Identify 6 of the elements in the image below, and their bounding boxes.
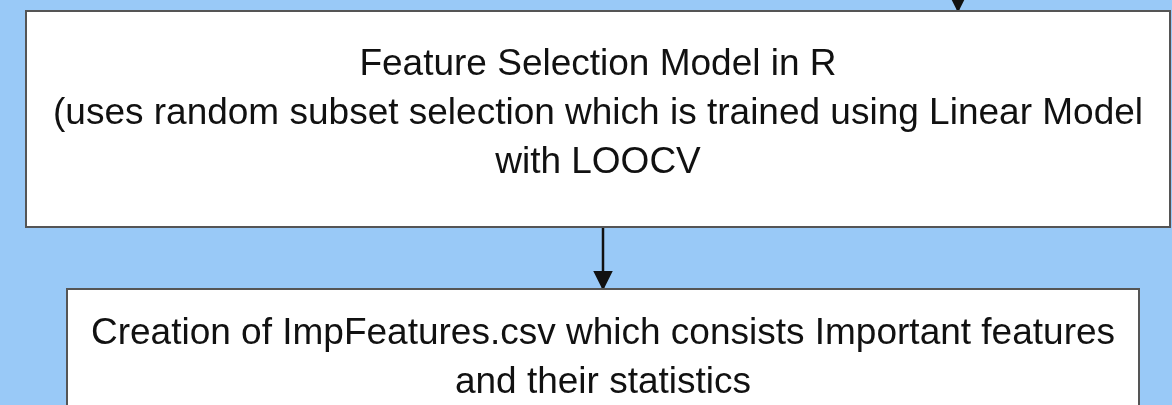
arrow bbox=[593, 228, 613, 291]
box-heading: Feature Selection Model in R bbox=[359, 41, 837, 85]
process-box bbox=[25, 10, 1171, 228]
box-text: (uses random subset selection which is trained using Linear Model with LOOCV bbox=[52, 90, 1144, 183]
box-text: Creation of ImpFeatures.csv which consists Important features and their statistics bbox=[89, 310, 1117, 403]
process-box bbox=[66, 288, 1140, 405]
